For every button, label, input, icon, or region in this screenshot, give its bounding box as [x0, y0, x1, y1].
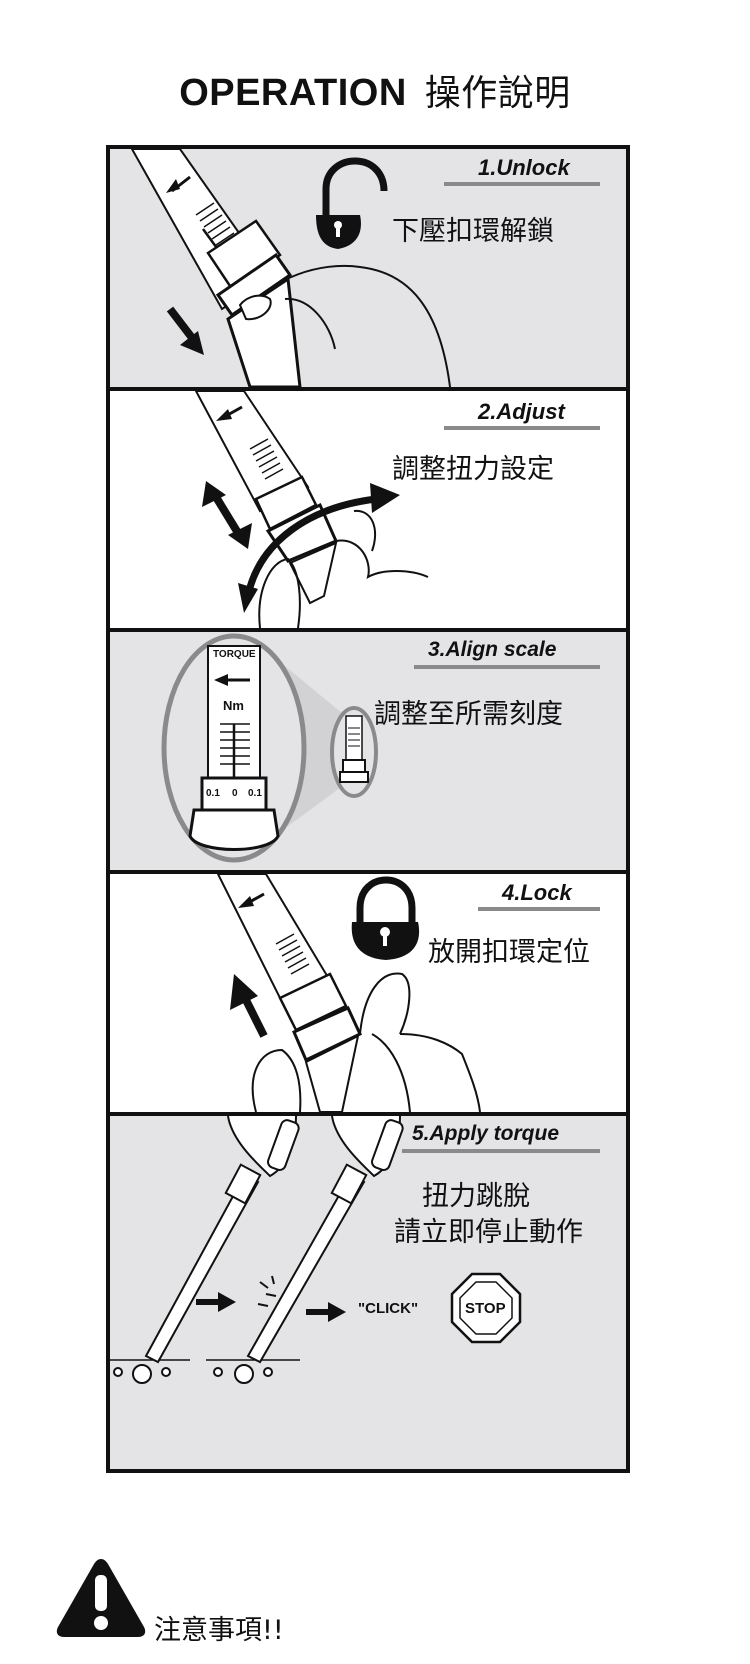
caption-align: 調整至所需刻度 — [374, 699, 563, 730]
wrench-small — [339, 715, 369, 783]
divider — [110, 870, 626, 874]
torque-label: TORQUE — [213, 649, 256, 660]
arrow-up-icon — [230, 974, 268, 1038]
panel-unlock: 1.Unlock 下壓扣環解鎖 — [110, 149, 626, 387]
align-illustration — [161, 633, 378, 863]
arrow-right-icon — [196, 1292, 236, 1312]
warning-triangle-icon — [56, 1559, 146, 1637]
scale-zero: 0 — [232, 788, 238, 799]
panel-align-scale: 3.Align scale 調整至所需刻度 TORQUE Nm 0.1 0 0.… — [110, 632, 626, 870]
scale-right: 0.1 — [248, 788, 262, 799]
divider — [110, 628, 626, 632]
click-burst-icon — [257, 1275, 277, 1307]
wrench-closeup — [188, 645, 280, 851]
click-text: "CLICK" — [358, 1300, 419, 1317]
scale-left: 0.1 — [206, 788, 220, 799]
caption-unlock: 下壓扣環解鎖 — [392, 216, 554, 247]
stop-sign-icon — [450, 1272, 522, 1344]
step-underline — [444, 426, 600, 430]
step-label-lock: 4.Lock — [502, 880, 572, 905]
arrow-updown-icon — [202, 481, 252, 549]
closed-lock-icon — [351, 876, 420, 960]
rotate-arrow-icon — [238, 483, 400, 613]
apply-illustration — [110, 1116, 522, 1384]
unlock-illustration — [130, 149, 451, 387]
hand-sketch — [238, 264, 451, 387]
caption-lock: 放開扣環定位 — [428, 937, 590, 968]
step-underline — [444, 182, 600, 186]
warning-text: 注意事項!! — [154, 1615, 284, 1646]
open-lock-icon — [316, 157, 388, 249]
step-label-apply: 5.Apply torque — [412, 1122, 560, 1145]
step-label-unlock: 1.Unlock — [478, 155, 570, 180]
step-label-align: 3.Align scale — [428, 638, 557, 661]
caption-adjust: 調整扭力設定 — [392, 454, 554, 485]
caption-apply-line2: 請立即停止動作 — [394, 1217, 583, 1248]
divider — [110, 1112, 626, 1116]
panel-apply-torque: 5.Apply torque 扭力跳脫 請立即停止動作 "CLICK" STOP — [110, 1116, 626, 1469]
lock-illustration — [216, 874, 481, 1112]
panel-lock: 4.Lock 放開扣環定位 — [110, 874, 626, 1112]
wrench-scale-tube — [130, 149, 302, 387]
divider — [110, 387, 626, 391]
operation-frame: 1.Unlock 下壓扣環解鎖 — [106, 145, 630, 1473]
wrench-scale-tube — [194, 391, 338, 605]
stop-text: STOP — [465, 1300, 506, 1317]
panel-adjust: 2.Adjust 調整扭力設定 — [110, 391, 626, 628]
step-underline — [478, 907, 600, 911]
page-title: OPERATION 操作說明 — [0, 64, 750, 116]
arrow-down-icon — [166, 306, 204, 355]
step-underline — [402, 1149, 600, 1153]
step-label-adjust: 2.Adjust — [478, 399, 565, 424]
caption-apply-line1: 扭力跳脫 — [422, 1181, 530, 1212]
adjust-illustration — [194, 391, 429, 628]
arrow-right-icon — [306, 1302, 346, 1322]
wrench-right — [206, 1116, 404, 1384]
wrench-left — [110, 1116, 300, 1384]
wrench-scale-tube — [216, 874, 362, 1112]
step-underline — [414, 665, 600, 669]
hand-sketch — [251, 972, 481, 1112]
hand-sketch — [258, 509, 429, 628]
unit-label: Nm — [223, 698, 244, 713]
title-cjk: 操作說明 — [424, 73, 571, 114]
title-text: OPERATION — [179, 72, 407, 114]
